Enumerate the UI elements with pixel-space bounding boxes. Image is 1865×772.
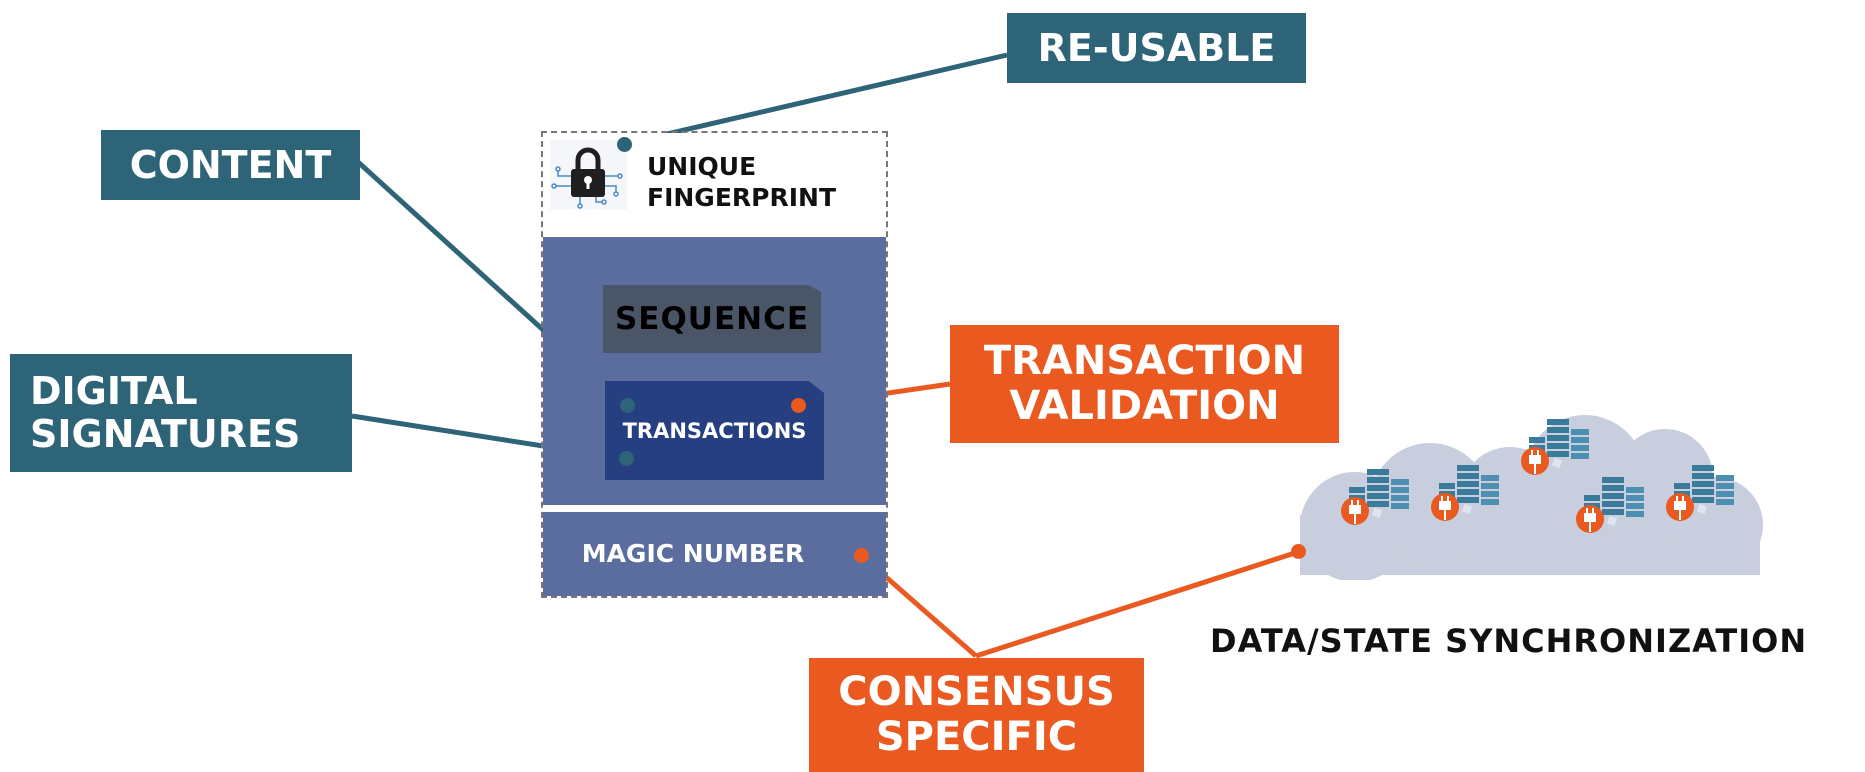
magic-endpoint: [854, 548, 869, 563]
content-endpoint: [620, 398, 635, 413]
magic-number-label: MAGIC NUMBER: [581, 538, 805, 568]
digital-signatures-label: DIGITAL SIGNATURES: [10, 354, 352, 472]
server-icon: [1521, 419, 1589, 475]
block-separator: [543, 505, 886, 509]
consensus-specific-label: CONSENSUS SPECIFIC: [809, 658, 1144, 772]
server-icon: [1341, 469, 1409, 525]
validation-endpoint: [791, 398, 806, 413]
reusable-label: RE-USABLE: [1007, 13, 1306, 83]
fingerprint-label: UNIQUE FINGERPRINT: [647, 152, 837, 212]
transactions-box: TRANSACTIONS: [605, 381, 824, 480]
reusable-endpoint: [617, 137, 632, 152]
sync-endpoint: [1291, 544, 1306, 559]
cloud-icon: [1300, 415, 1763, 580]
reusable-connector: [623, 52, 1008, 147]
signatures-endpoint: [619, 451, 634, 466]
sequence-box: SEQUENCE: [603, 285, 821, 353]
server-icon: [1431, 465, 1499, 521]
block-footer: [543, 512, 886, 596]
lock-icon: [550, 140, 627, 210]
sync-caption: DATA/STATE SYNCHRONIZATION: [1210, 622, 1808, 660]
server-icon: [1666, 465, 1734, 521]
server-icon: [1576, 477, 1644, 533]
transaction-validation-label: TRANSACTION VALIDATION: [950, 325, 1339, 443]
block-outline: [541, 131, 888, 598]
sync-connector: [975, 549, 1299, 659]
content-label: CONTENT: [101, 130, 360, 200]
